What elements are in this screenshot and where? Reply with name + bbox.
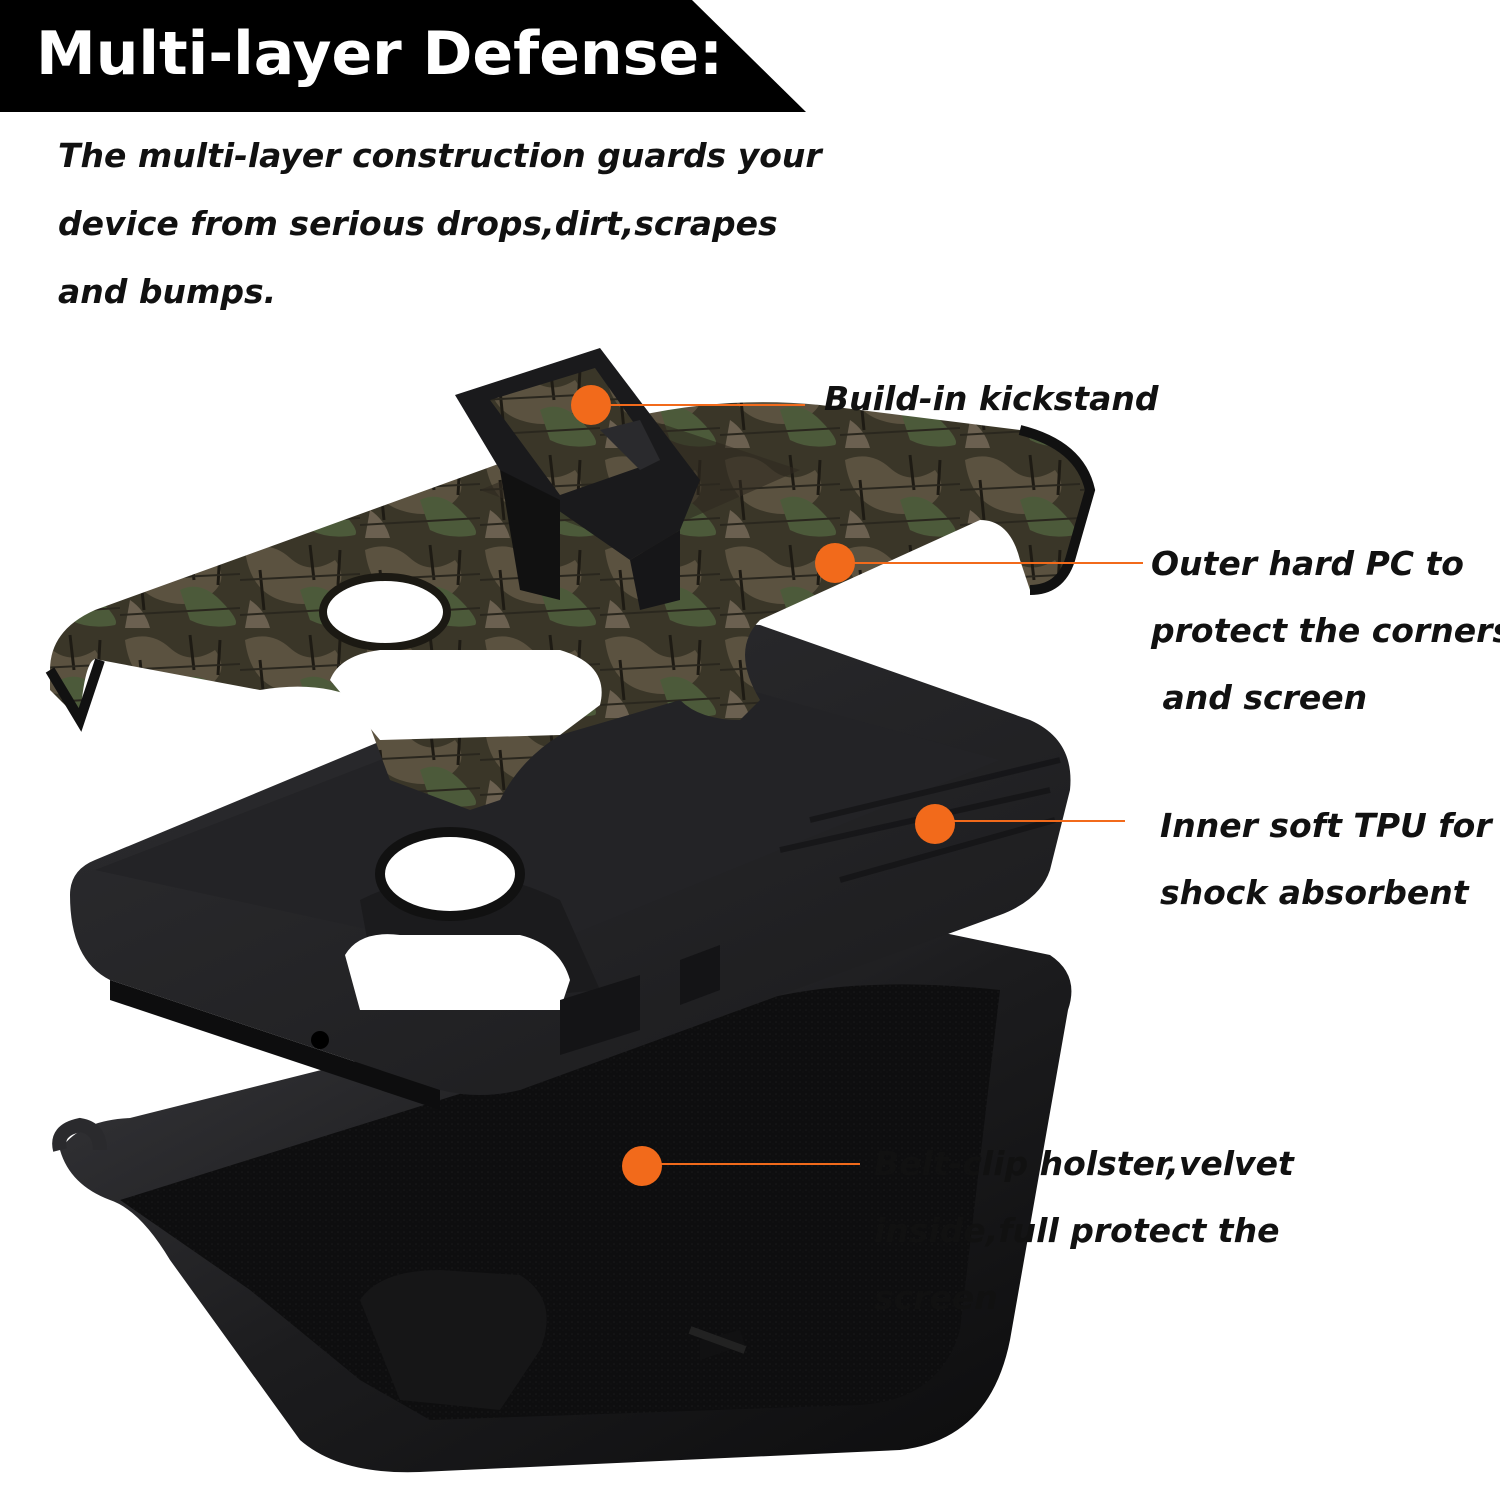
callout-leader-kickstand: [600, 404, 805, 406]
callout-leader-holster: [652, 1163, 860, 1165]
callout-holster: Belt-clip holster,velvet inside,full pro…: [874, 1130, 1294, 1331]
callout-line: Inner soft TPU for: [1160, 806, 1492, 845]
callout-line: Outer hard PC to: [1151, 544, 1464, 583]
callout-line: Belt-clip holster,velvet: [874, 1144, 1294, 1183]
intro-line: The multi-layer construction guards your: [58, 136, 822, 175]
callout-outer-pc: Outer hard PC to protect the corners and…: [1151, 530, 1500, 731]
callout-kickstand: Build-in kickstand: [824, 365, 1158, 432]
banner-title: Multi-layer Defense:: [36, 19, 724, 89]
callout-dot-inner-tpu: [915, 804, 955, 844]
callout-leader-inner-tpu: [945, 820, 1125, 822]
intro-text: The multi-layer construction guards your…: [58, 122, 822, 326]
callout-line: Build-in kickstand: [824, 379, 1159, 418]
callout-line: screen: [874, 1278, 998, 1317]
intro-line: and bumps.: [58, 272, 277, 311]
banner-shape: [0, 0, 806, 112]
holster-layer: [52, 930, 1072, 1473]
callout-line: and screen: [1151, 678, 1368, 717]
callout-line: inside,full protect the: [874, 1211, 1280, 1250]
callout-line: shock absorbent: [1160, 873, 1469, 912]
case-exploded-illustration: [45, 348, 1096, 1473]
callout-inner-tpu: Inner soft TPU for shock absorbent: [1160, 792, 1492, 926]
callout-line: protect the corners: [1151, 611, 1500, 650]
title-banner: Multi-layer Defense:: [0, 0, 810, 112]
callout-dot-holster: [622, 1146, 662, 1186]
callout-leader-outer-pc: [845, 562, 1143, 564]
kickstand: [455, 348, 700, 610]
intro-line: device from serious drops,dirt,scrapes: [58, 204, 778, 243]
inner-tpu-layer: [70, 624, 1071, 1110]
